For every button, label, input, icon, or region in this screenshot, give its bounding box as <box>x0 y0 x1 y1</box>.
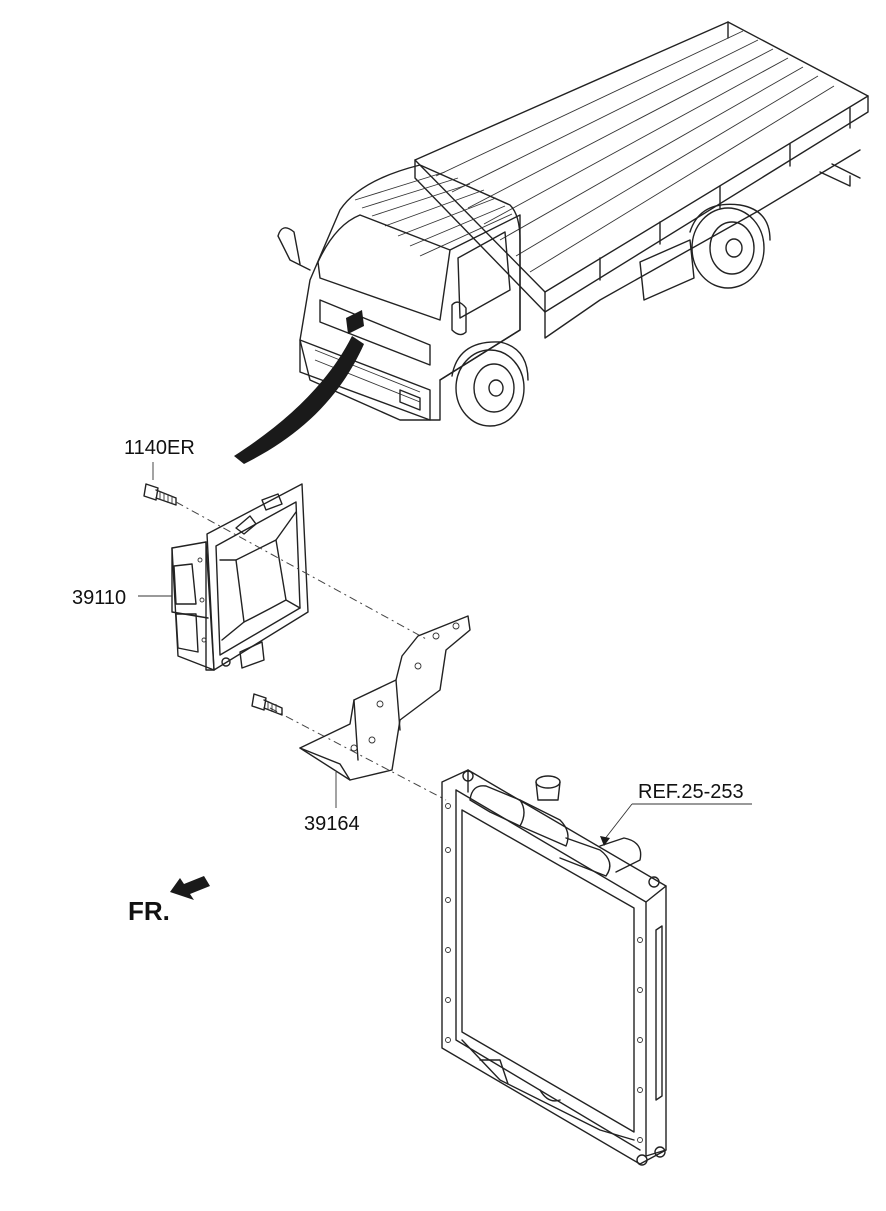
label-bolt-top: 1140ER <box>124 437 195 459</box>
leader-arrowhead <box>600 836 610 846</box>
assembly-line-1 <box>175 501 429 641</box>
ecu-module-illustration <box>171 483 309 671</box>
location-pointer-arrow <box>234 336 364 464</box>
assembly-line-2 <box>269 707 447 801</box>
mounting-bracket-illustration <box>299 615 471 781</box>
label-radiator-ref: REF.25-253 <box>638 781 744 803</box>
label-bracket: 39164 <box>304 813 360 835</box>
label-front: FR. <box>128 896 170 926</box>
radiator-illustration <box>441 769 667 1166</box>
leader-radiator-ref <box>603 803 752 841</box>
front-direction-arrow <box>170 876 210 900</box>
truck-illustration <box>277 21 869 427</box>
bolt-top-icon <box>143 483 177 506</box>
label-ecu: 39110 <box>72 587 126 609</box>
bolt-lower-icon <box>251 693 283 716</box>
